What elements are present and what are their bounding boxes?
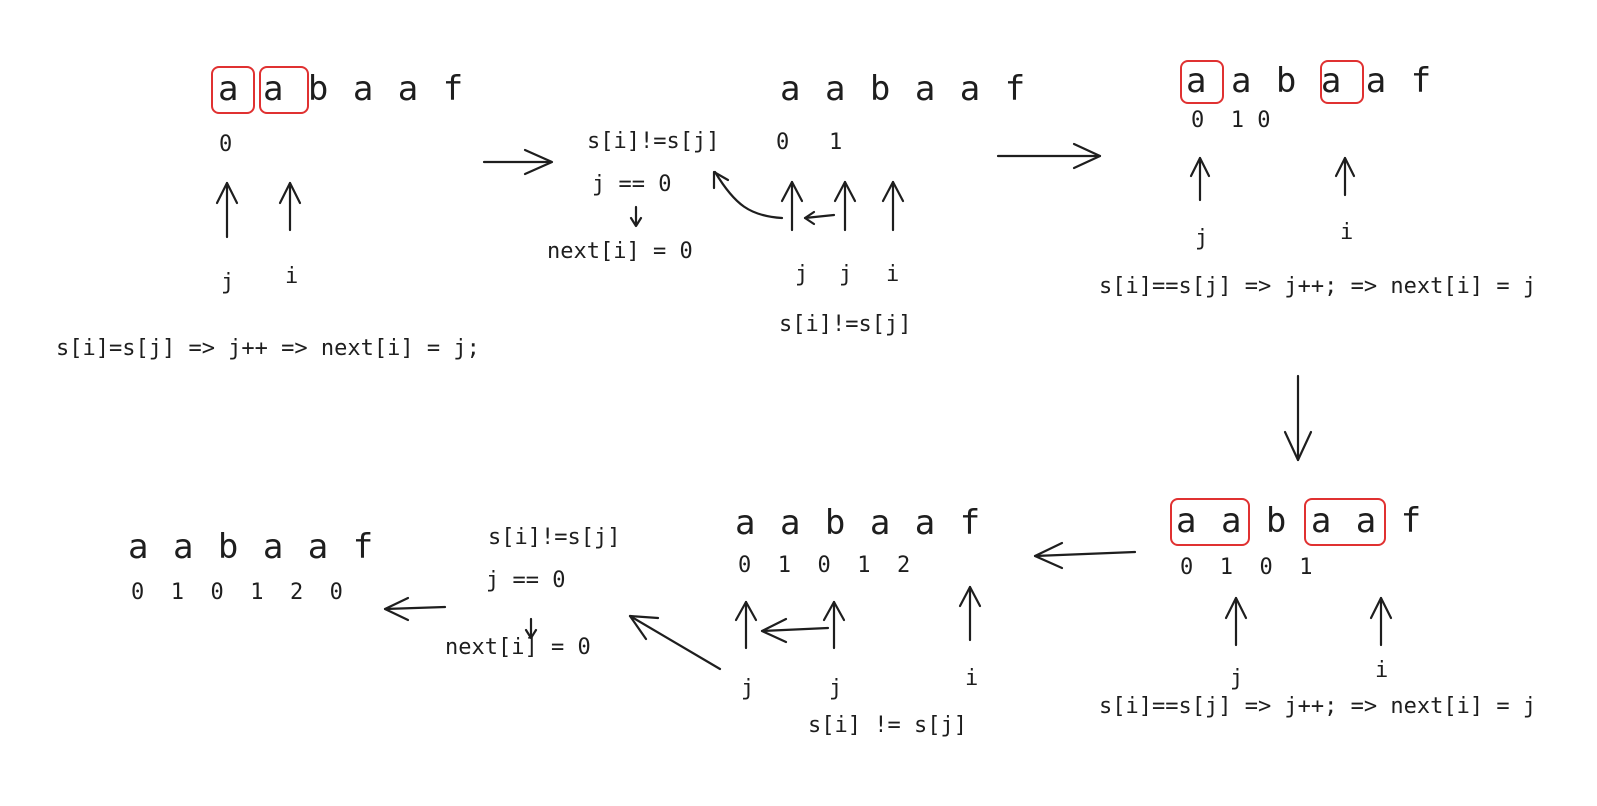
- step5-pointer-i: i: [965, 666, 979, 691]
- step2-pointer-i: i: [886, 262, 900, 287]
- arrow-up-j-step2-b: [833, 180, 857, 232]
- step2-check: j == 0: [592, 172, 672, 197]
- arrow-up-j-step5-a: [734, 600, 758, 650]
- arrow-up-j-step3: [1189, 156, 1211, 202]
- highlight-box-suffix: [1304, 498, 1386, 546]
- step2-result: next[i] = 0: [547, 239, 693, 264]
- step4-string: a a b a a f: [1176, 501, 1424, 541]
- step5-pointer-j-b: j: [829, 676, 843, 701]
- step3-next-values: 0 1 0: [1191, 108, 1271, 133]
- final-string: a a b a a f: [128, 527, 376, 567]
- step5-string: a a b a a f: [735, 503, 983, 543]
- highlight-box-j: [211, 66, 255, 114]
- arrow-up-j-step5-b: [822, 600, 846, 650]
- arrow-step3-to-step4: [1283, 374, 1313, 462]
- arrow-step1-to-step2: [482, 148, 554, 176]
- step5-note: s[i] != s[j]: [808, 713, 967, 738]
- step1-pointer-i: i: [285, 264, 299, 289]
- step2-pointer-j-a: j: [795, 262, 809, 287]
- arrow-curve-to-cond-step2: [712, 170, 784, 220]
- step3-rule: s[i]==s[j] => j++; => next[i] = j: [1099, 274, 1537, 299]
- highlight-box-j: [1180, 60, 1224, 104]
- step2-next-values: 0 1: [776, 130, 843, 155]
- step1-string: a a b a a f: [218, 69, 466, 109]
- arrow-down-small-step6: [524, 617, 538, 640]
- step2-note: s[i]!=s[j]: [779, 312, 912, 337]
- step2-pointer-j-b: j: [839, 262, 853, 287]
- arrow-up-i-step2: [881, 180, 905, 232]
- highlight-box-prefix: [1170, 498, 1250, 546]
- step6-condition: s[i]!=s[j]: [488, 525, 621, 550]
- step2-string: a a b a a f: [780, 69, 1028, 109]
- arrow-up-j-step2-a: [780, 180, 804, 232]
- step3-string: a a b a a f: [1186, 61, 1434, 101]
- step6-result: next[i] = 0: [445, 635, 591, 660]
- final-next-values: 0 1 0 1 2 0: [131, 580, 343, 605]
- highlight-box-i: [1320, 60, 1364, 104]
- step2-condition: s[i]!=s[j]: [587, 129, 720, 154]
- arrow-up-i-step3: [1334, 156, 1356, 197]
- step5-pointer-j-a: j: [741, 676, 755, 701]
- step4-next-values: 0 1 0 1: [1180, 555, 1313, 580]
- step1-next-values: 0: [219, 132, 233, 157]
- step5-next-values: 0 1 0 1 2: [738, 553, 911, 578]
- step3-pointer-i: i: [1340, 220, 1354, 245]
- highlight-box-i: [259, 66, 309, 114]
- arrow-step4-to-step5: [1033, 541, 1137, 570]
- arrow-step5-to-step6: [628, 614, 722, 671]
- step4-pointer-i: i: [1375, 658, 1389, 683]
- step1-rule: s[i]=s[j] => j++ => next[i] = j;: [56, 336, 480, 361]
- arrow-up-i-step5: [958, 585, 982, 642]
- arrow-up-i-step1: [278, 181, 302, 232]
- arrow-j-back-step2: [803, 210, 836, 226]
- arrow-up-i-step4: [1369, 596, 1393, 647]
- arrow-step2-to-step3: [996, 142, 1102, 170]
- step4-rule: s[i]==s[j] => j++; => next[i] = j: [1099, 694, 1537, 719]
- step4-pointer-j: j: [1230, 666, 1244, 691]
- arrow-up-j-step4: [1224, 596, 1248, 647]
- step3-pointer-j: j: [1195, 226, 1209, 251]
- arrow-up-j-step1: [215, 181, 239, 239]
- arrow-step6-to-final: [383, 596, 447, 622]
- step1-pointer-j: j: [221, 270, 235, 295]
- step6-check: j == 0: [486, 568, 566, 593]
- arrow-down-small-step2: [629, 205, 643, 228]
- arrow-j-back-step5: [760, 617, 830, 644]
